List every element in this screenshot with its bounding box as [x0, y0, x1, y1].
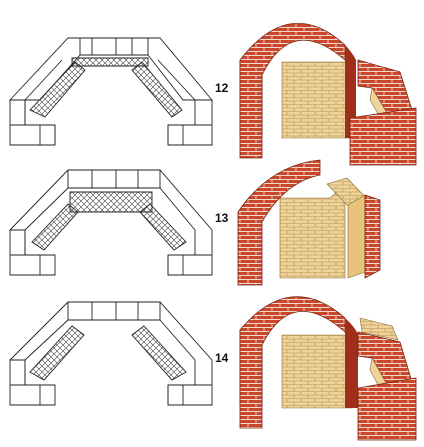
plan-view-step-13 — [9, 169, 213, 276]
step-label-14: 14 — [215, 351, 229, 365]
plan-view-step-14 — [9, 301, 213, 406]
brick-illustration-step-12 — [239, 22, 417, 166]
brick-illustration-step-13 — [237, 159, 381, 286]
step-label-12: 12 — [215, 81, 229, 95]
plan-view-step-12 — [8, 37, 213, 146]
step-label-13: 13 — [215, 211, 229, 225]
brick-illustration-step-14 — [239, 296, 417, 441]
